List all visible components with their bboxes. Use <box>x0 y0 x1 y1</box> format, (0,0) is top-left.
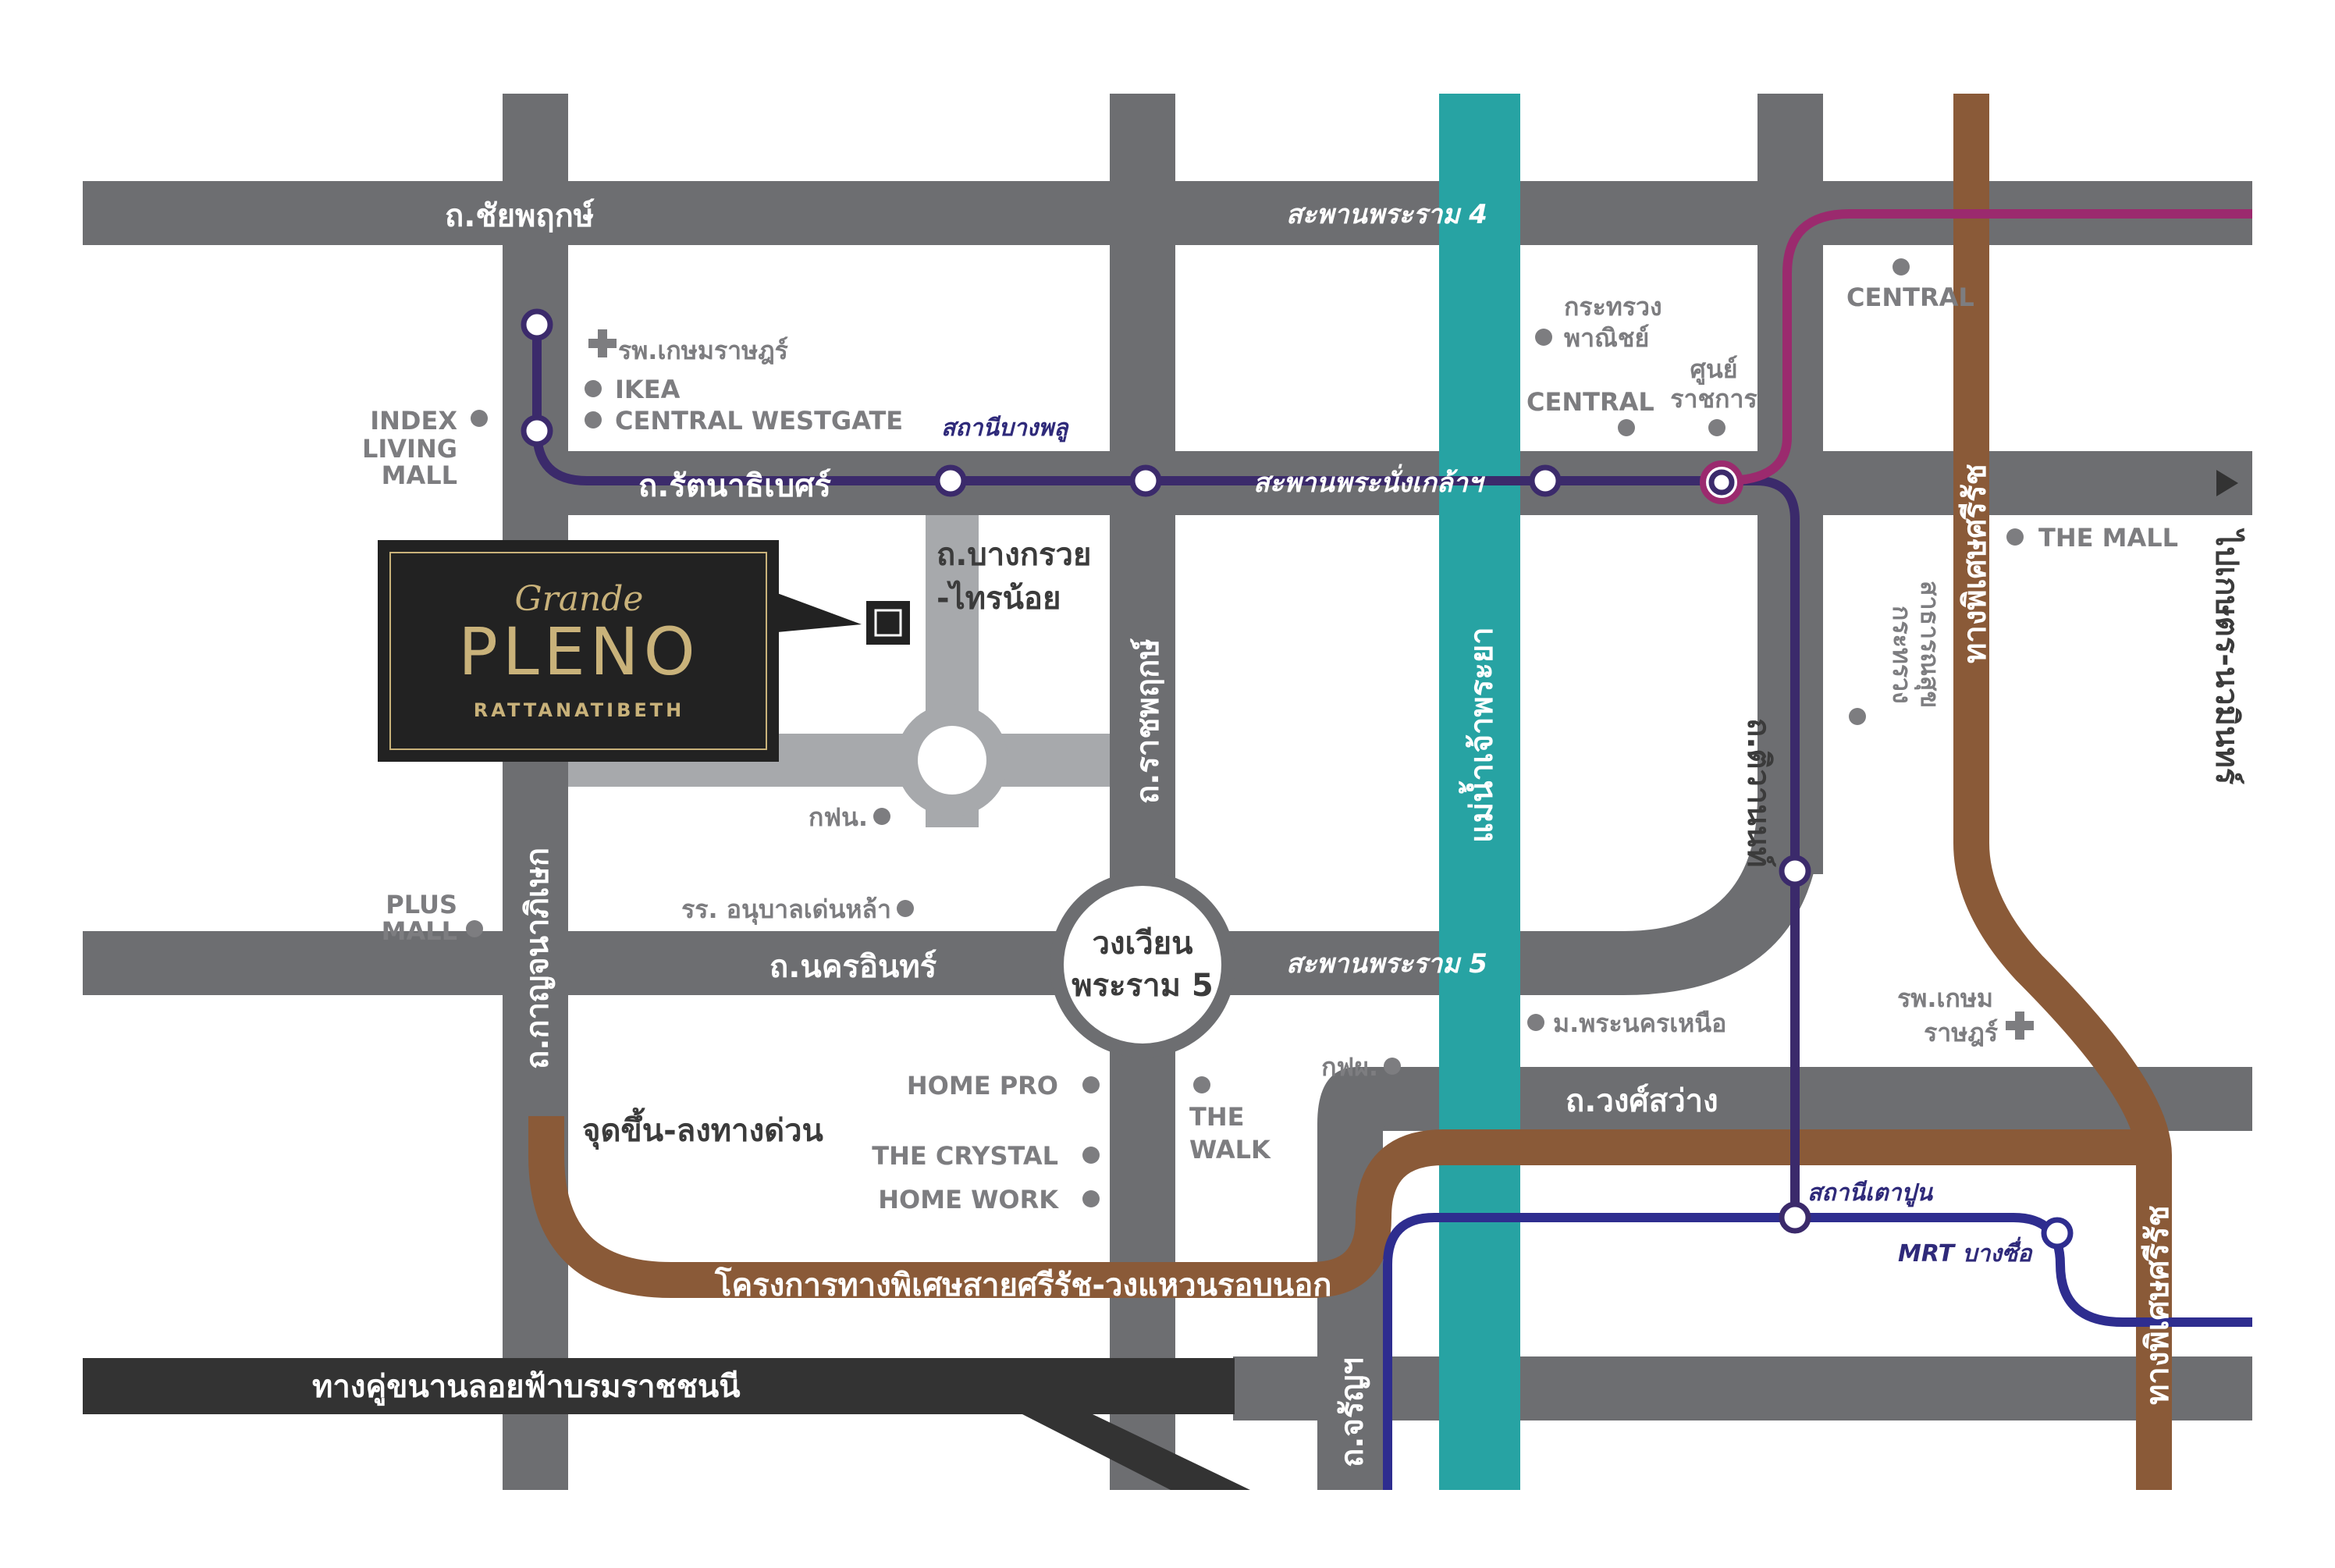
label-rattanathibet: ถ.รัตนาธิเบศร์ <box>638 468 832 504</box>
poi-the-walk-1: THE <box>1189 1102 1244 1132</box>
label-river: แม่น้ำเจ้าพระยา <box>1459 627 1500 843</box>
label-borommaratchachonnani: ทางคู่ขนานลอยฟ้าบรมราชชนนี <box>312 1369 741 1406</box>
local-road-bang-kruai <box>568 515 1110 827</box>
poi-plus-1: PLUS <box>386 890 457 919</box>
label-sirat-bottom: ทางพิเศษศรีรัช <box>2140 1205 2176 1405</box>
poi-kasemrad2-2: ราษฎร์ <box>1924 1018 1998 1047</box>
sirat-expressway <box>528 94 2172 1490</box>
logo-script: Grande <box>515 579 644 619</box>
station-marker <box>1529 464 1562 497</box>
station-bang-phlu-marker <box>934 464 967 497</box>
roundabout-line1: วงเวียน <box>1093 926 1193 962</box>
elevated-road <box>83 1358 1250 1490</box>
label-rama4-bridge: สะพานพระราม 4 <box>1286 199 1487 230</box>
road-bottom <box>1233 1356 2252 1420</box>
label-ratchaphruek: ถ.ราชพฤกษ์ <box>1130 638 1166 804</box>
poi-commerce-1: กระทรวง <box>1564 292 1662 322</box>
poi-home-work: HOME WORK <box>878 1185 1059 1214</box>
road-nakhon-in <box>83 931 1128 995</box>
label-station-bang-phlu: สถานีบางพลู <box>941 414 1069 443</box>
station-markers <box>521 308 2074 1250</box>
label-charan: ถ.จรัญฯ <box>1335 1357 1370 1467</box>
logo-pointer <box>777 593 862 632</box>
poi-kmutnb: ม.พระนครเหนือ <box>1553 1008 1726 1038</box>
poi-central-top: CENTRAL <box>1846 283 1974 312</box>
poi-index-3: MALL <box>382 460 457 490</box>
poi-ikea: IKEA <box>615 375 681 404</box>
poi-the-mall: THE MALL <box>2038 523 2178 553</box>
poi-health-2: สาธารณสุข <box>1914 581 1945 708</box>
poi-central-mid: CENTRAL <box>1526 387 1654 417</box>
label-mrt-bang-sue: MRT บางซื่อ <box>1898 1236 2033 1268</box>
purple-line <box>532 325 1800 1218</box>
station-tao-poon-marker <box>1779 1201 1811 1234</box>
roundabout-rama5 <box>1050 872 1235 1058</box>
hospital-cross-icon <box>588 329 617 357</box>
station-marker <box>521 308 553 341</box>
label-expressway-access: จุดขึ้น-ลงทางด่วน <box>582 1108 823 1150</box>
label-nakhon-in: ถ.นครอินทร์ <box>769 949 937 985</box>
river <box>1439 94 1520 1490</box>
poi-index-2: LIVING <box>362 434 457 464</box>
label-nang-klao-bridge: สะพานพระนั่งเกล้าฯ <box>1253 464 1486 499</box>
poi-the-crystal: THE CRYSTAL <box>872 1141 1058 1171</box>
label-kanchanaphisek: ถ.กาญจนาภิเษก <box>520 848 556 1069</box>
poi-index-1: INDEX <box>370 406 457 436</box>
poi-egat-south: กฟผ. <box>1321 1052 1378 1082</box>
label-station-tao-poon: สถานีเตาปูน <box>1807 1179 1933 1207</box>
poi-the-walk-2: WALK <box>1189 1135 1271 1164</box>
poi-home-pro: HOME PRO <box>907 1071 1058 1100</box>
label-bang-kruai: ถ.บางกรวย <box>936 537 1091 573</box>
label-kaset-nawamin: ไปเกษตร-นวมินทร์ <box>2209 528 2245 785</box>
poi-govcenter-2: ราชการ <box>1670 384 1757 414</box>
poi-health-1: กระทรวง <box>1887 606 1917 704</box>
logo-subtitle: RATTANATIBETH <box>474 699 684 721</box>
poi-kasemrad: รพ.เกษมราษฎร์ <box>618 336 788 365</box>
poi-dots <box>466 258 2024 1207</box>
project-location-marker <box>866 601 910 645</box>
logo-name: PLENO <box>458 613 699 690</box>
road-kanchanaphisek <box>503 94 568 1490</box>
label-chaiyaphruek: ถ.ชัยพฤกษ์ <box>445 198 595 234</box>
road-ratchaphruek <box>1110 94 1175 1490</box>
label-sirat-outer-ring: โครงการทางพิเศษสายศรีรัช-วงแหวนรอบนอก <box>714 1267 1331 1303</box>
magenta-line <box>1724 209 2252 485</box>
poi-egat-north: กฟน. <box>809 802 868 832</box>
label-sirat-top: ทางพิเศษศรีรัช <box>1957 464 1993 663</box>
project-logo: Grande PLENO RATTANATIBETH <box>378 540 910 762</box>
poi-central-westgate: CENTRAL WESTGATE <box>615 406 903 436</box>
mrt-bang-sue-marker <box>2041 1217 2074 1250</box>
label-tiwanon: ถ.ติวานนท์ <box>1740 718 1776 867</box>
arrow-right-icon <box>2216 470 2238 496</box>
label-sai-noi: -ไทรน้อย <box>936 580 1061 617</box>
station-marker <box>521 414 553 447</box>
road-wong-sawang-curve <box>1317 1067 1405 1131</box>
poi-plus-2: MALL <box>382 916 457 946</box>
label-rama5-bridge: สะพานพระราม 5 <box>1286 948 1487 980</box>
hospital-cross-icon <box>2006 1012 2034 1040</box>
poi-kindergarten: รร. อนุบาลเด่นหล้า <box>681 894 891 926</box>
station-marker <box>1129 464 1162 497</box>
poi-kasemrad2-1: รพ.เกษม <box>1897 983 1993 1013</box>
label-wong-sawang: ถ.วงศ์สว่าง <box>1566 1083 1718 1119</box>
station-marker <box>1779 855 1811 887</box>
road-rama5-curve <box>1124 796 1823 995</box>
poi-commerce-2: พาณิชย์ <box>1564 323 1649 353</box>
roundabout-line2: พระราม 5 <box>1072 968 1213 1004</box>
poi-govcenter-1: ศูนย์ <box>1690 354 1738 386</box>
